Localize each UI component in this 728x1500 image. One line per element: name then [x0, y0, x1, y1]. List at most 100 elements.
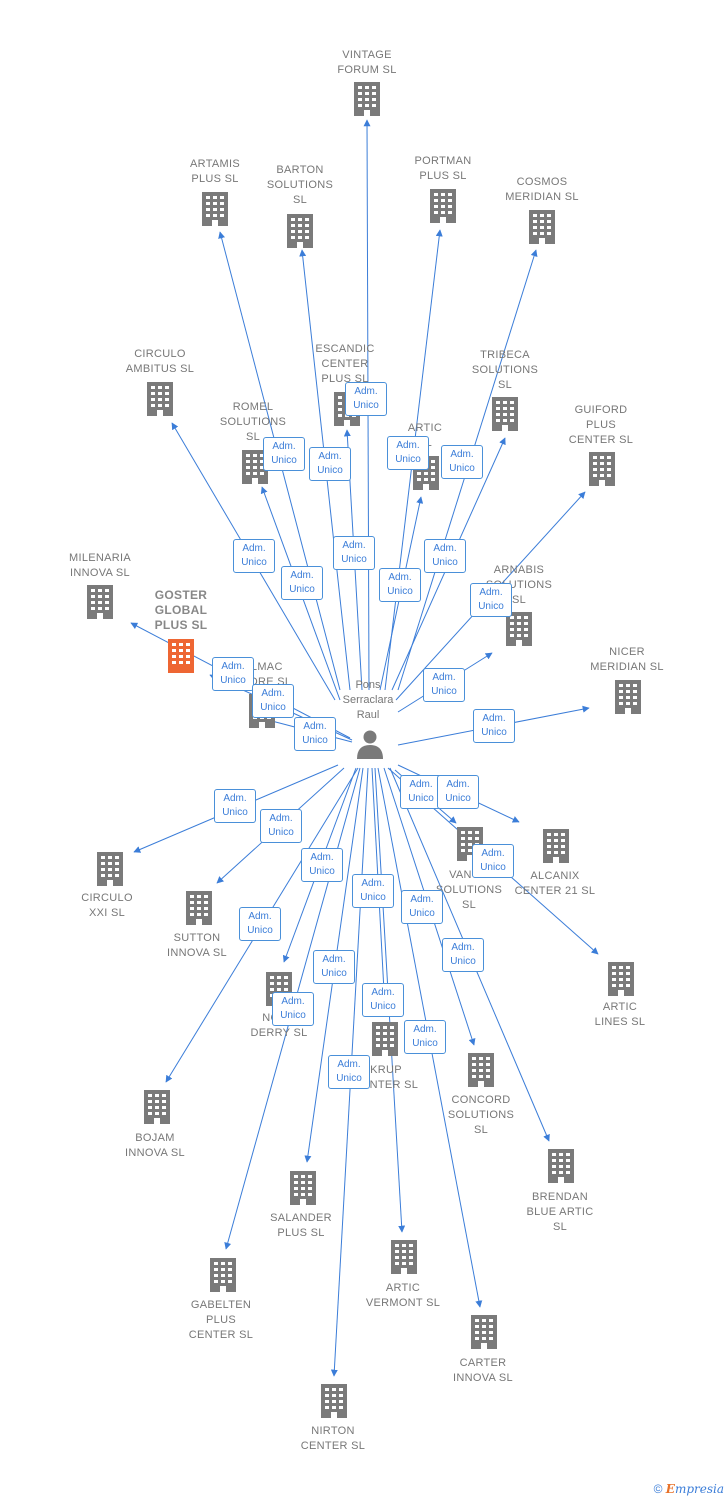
company-node-barton[interactable]: BARTON SOLUTIONS SL	[267, 163, 333, 208]
company-node-nirton[interactable]: NIRTON CENTER SL	[301, 1424, 365, 1454]
company-node-artic-lines[interactable]: ARTIC LINES SL	[595, 1000, 646, 1030]
role-badge: Adm. Unico	[239, 907, 281, 941]
building-icon[interactable]	[144, 1090, 170, 1124]
company-node-carter[interactable]: CARTER INNOVA SL	[453, 1356, 513, 1386]
role-badge: Adm. Unico	[442, 938, 484, 972]
company-label[interactable]: CIRCULO AMBITUS SL	[125, 348, 195, 375]
role-badge: Adm. Unico	[441, 445, 483, 479]
building-icon[interactable]	[186, 891, 212, 925]
company-label[interactable]: MILENARIA INNOVA SL	[69, 552, 131, 579]
building-icon[interactable]	[615, 680, 641, 714]
building-icon[interactable]	[147, 382, 173, 416]
role-badge: Adm. Unico	[424, 539, 466, 573]
company-label[interactable]: VINTAGE FORUM SL	[337, 49, 397, 76]
company-label[interactable]: TRIBECA SOLUTIONS SL	[471, 349, 539, 391]
company-label[interactable]: VANCO SOLUTIONS SL	[435, 869, 503, 911]
building-icon[interactable]	[290, 1171, 316, 1205]
company-node-cosmos[interactable]: COSMOS MERIDIAN SL	[505, 175, 579, 205]
building-icon[interactable]	[608, 962, 634, 996]
building-icon[interactable]	[87, 585, 113, 619]
company-label[interactable]: NIRTON CENTER SL	[300, 1425, 366, 1452]
role-badge: Adm. Unico	[345, 382, 387, 416]
building-icon[interactable]	[287, 214, 313, 248]
building-icon[interactable]	[321, 1384, 347, 1418]
company-label[interactable]: ARTIC VERMONT SL	[365, 1282, 441, 1309]
company-label[interactable]: BRENDAN BLUE ARTIC SL	[526, 1191, 594, 1233]
building-icon[interactable]	[430, 189, 456, 223]
company-node-circulo-ambitus[interactable]: CIRCULO AMBITUS SL	[126, 347, 194, 377]
role-badge: Adm. Unico	[272, 992, 314, 1026]
role-badge: Adm. Unico	[379, 568, 421, 602]
building-icon[interactable]	[210, 1258, 236, 1292]
building-icon[interactable]	[471, 1315, 497, 1349]
company-node-portman[interactable]: PORTMAN PLUS SL	[415, 154, 472, 184]
role-badge: Adm. Unico	[362, 983, 404, 1017]
role-badge: Adm. Unico	[214, 789, 256, 823]
company-node-romel[interactable]: ROMEL SOLUTIONS SL	[220, 400, 286, 445]
company-label[interactable]: ARTAMIS PLUS SL	[190, 158, 240, 185]
role-badge: Adm. Unico	[437, 775, 479, 809]
role-badge: Adm. Unico	[263, 437, 305, 471]
role-badge: Adm. Unico	[423, 668, 465, 702]
building-icon[interactable]	[543, 829, 569, 863]
role-badge: Adm. Unico	[404, 1020, 446, 1054]
role-badge: Adm. Unico	[281, 566, 323, 600]
role-badge: Adm. Unico	[400, 775, 442, 809]
company-node-alcanix[interactable]: ALCANIX CENTER 21 SL	[515, 869, 596, 899]
company-node-bojam[interactable]: BOJAM INNOVA SL	[125, 1131, 185, 1161]
company-label[interactable]: COSMOS MERIDIAN SL	[505, 176, 579, 203]
company-node-tribeca[interactable]: TRIBECA SOLUTIONS SL	[472, 348, 538, 393]
role-badge: Adm. Unico	[333, 536, 375, 570]
company-node-nicer[interactable]: NICER MERIDIAN SL	[590, 645, 664, 675]
company-label[interactable]: CONCORD SOLUTIONS SL	[447, 1094, 515, 1136]
copyright-symbol: ©	[653, 1482, 663, 1496]
company-node-milenaria[interactable]: MILENARIA INNOVA SL	[69, 551, 131, 581]
building-icon[interactable]	[391, 1240, 417, 1274]
company-label[interactable]: GOSTER GLOBAL PLUS SL	[154, 588, 208, 632]
building-icon[interactable]	[506, 612, 532, 646]
company-node-escandic[interactable]: ESCANDIC CENTER PLUS SL	[315, 342, 374, 387]
building-icon[interactable]	[548, 1149, 574, 1183]
company-label[interactable]: CIRCULO XXI SL	[81, 892, 133, 919]
company-label[interactable]: GUIFORD PLUS CENTER SL	[568, 404, 634, 446]
company-node-guiford[interactable]: GUIFORD PLUS CENTER SL	[569, 403, 633, 448]
company-node-brendan[interactable]: BRENDAN BLUE ARTIC SL	[527, 1190, 594, 1235]
company-label[interactable]: ALCANIX CENTER 21 SL	[514, 870, 596, 897]
building-icon[interactable]	[202, 192, 228, 226]
company-label[interactable]: SALANDER PLUS SL	[270, 1212, 332, 1239]
company-node-gabelten[interactable]: GABELTEN PLUS CENTER SL	[189, 1298, 253, 1343]
company-node-sutton[interactable]: SUTTON INNOVA SL	[167, 931, 227, 961]
company-node-goster[interactable]: GOSTER GLOBAL PLUS SL	[155, 588, 208, 633]
company-node-vintage[interactable]: VINTAGE FORUM SL	[337, 48, 396, 78]
company-label[interactable]: NICER MERIDIAN SL	[590, 646, 664, 673]
company-label[interactable]: ROMEL SOLUTIONS SL	[219, 401, 287, 443]
person-name[interactable]: Pons Serraclara Raul	[342, 679, 394, 721]
company-label[interactable]: BOJAM INNOVA SL	[125, 1132, 185, 1159]
company-label[interactable]: BARTON SOLUTIONS SL	[266, 164, 334, 206]
company-label[interactable]: PORTMAN PLUS SL	[414, 155, 472, 182]
company-node-concord[interactable]: CONCORD SOLUTIONS SL	[448, 1093, 514, 1138]
building-icon[interactable]	[529, 210, 555, 244]
role-badge: Adm. Unico	[352, 874, 394, 908]
role-badge: Adm. Unico	[233, 539, 275, 573]
company-label[interactable]: CARTER INNOVA SL	[453, 1357, 513, 1384]
company-label[interactable]: SUTTON INNOVA SL	[167, 932, 227, 959]
building-icon[interactable]	[468, 1053, 494, 1087]
company-label[interactable]: ESCANDIC CENTER PLUS SL	[315, 343, 375, 385]
role-badge: Adm. Unico	[387, 436, 429, 470]
role-badge: Adm. Unico	[309, 447, 351, 481]
role-badge: Adm. Unico	[313, 950, 355, 984]
building-icon[interactable]	[372, 1022, 398, 1056]
company-node-circulo-xxi[interactable]: CIRCULO XXI SL	[81, 891, 133, 921]
company-node-salander[interactable]: SALANDER PLUS SL	[270, 1211, 332, 1241]
building-icon[interactable]	[589, 452, 615, 486]
company-node-vanco[interactable]: VANCO SOLUTIONS SL	[436, 868, 502, 913]
building-icon[interactable]	[97, 852, 123, 886]
company-node-artic-vermont[interactable]: ARTIC VERMONT SL	[366, 1281, 440, 1311]
company-node-artamis[interactable]: ARTAMIS PLUS SL	[190, 157, 240, 187]
building-icon[interactable]	[354, 82, 380, 116]
company-label[interactable]: GABELTEN PLUS CENTER SL	[188, 1299, 254, 1341]
person-icon[interactable]	[357, 730, 383, 760]
building-icon[interactable]	[492, 397, 518, 431]
company-label[interactable]: ARTIC LINES SL	[594, 1001, 646, 1028]
